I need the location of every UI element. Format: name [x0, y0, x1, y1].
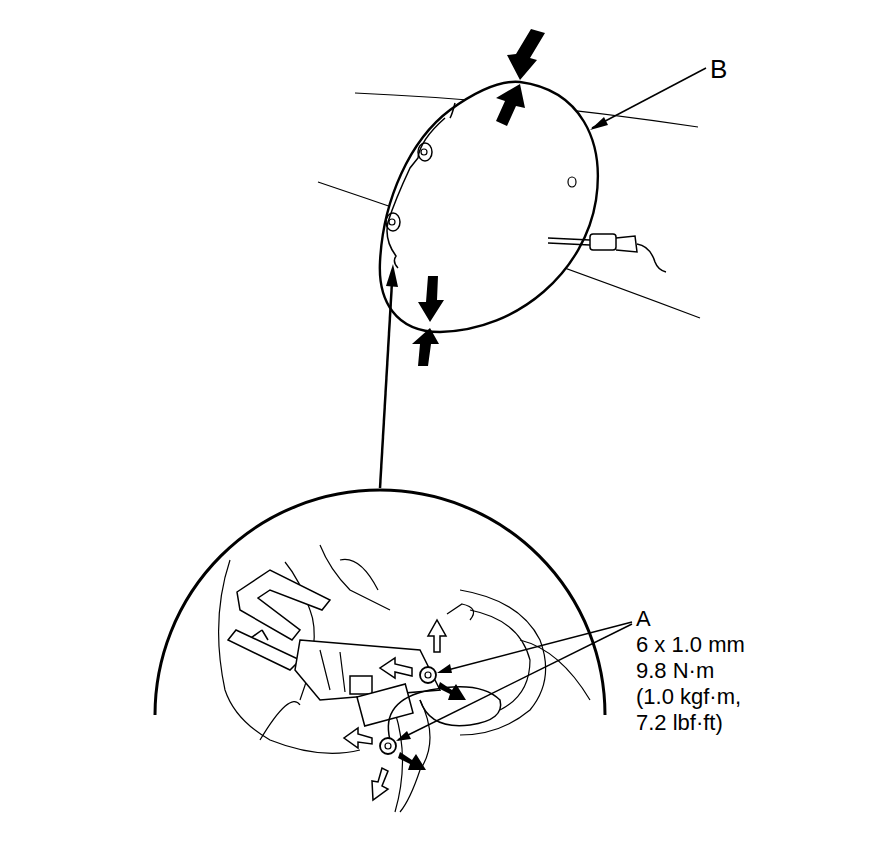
direction-arrow	[398, 752, 426, 770]
torque-spec: 7.2 lbf·ft)	[636, 710, 723, 736]
pinch-arrow	[418, 276, 444, 322]
pinch-arrow	[496, 84, 525, 126]
bolt-size: 6 x 1.0 mm	[636, 632, 745, 658]
splash-shield	[380, 82, 598, 332]
torque-spec: 9.8 N·m	[636, 658, 714, 684]
pinch-arrow	[412, 328, 439, 366]
direction-arrow	[438, 682, 466, 700]
pinch-arrow	[507, 29, 545, 80]
bolt	[420, 667, 436, 683]
part-label: B	[710, 54, 727, 84]
detail-view	[219, 545, 590, 812]
bolt	[380, 738, 396, 754]
sensor	[548, 238, 590, 245]
bracket	[295, 640, 440, 700]
leader-line	[398, 624, 632, 740]
caliper	[237, 570, 330, 640]
shield-edge	[387, 118, 445, 268]
bolt-hole	[418, 143, 432, 161]
leader-line	[592, 68, 706, 128]
bolt-hole	[386, 213, 400, 231]
detail-circle	[155, 490, 605, 715]
torque-spec: (1.0 kgf·m,	[636, 684, 741, 710]
detail-pointer	[380, 282, 392, 488]
leader-line	[440, 622, 632, 672]
hollow-arrow	[344, 620, 446, 800]
wire	[388, 687, 500, 740]
callout-letter: A	[636, 606, 651, 632]
